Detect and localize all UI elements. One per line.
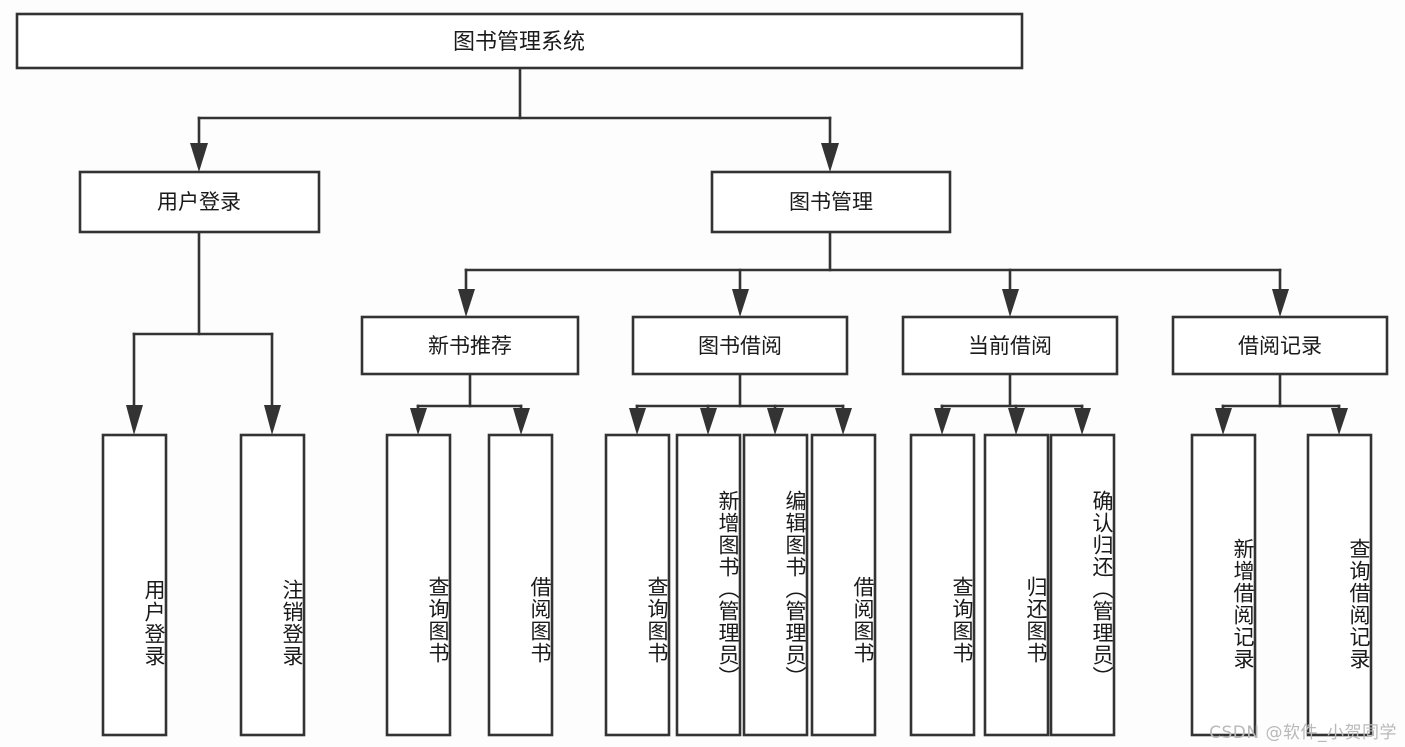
node-root-box[interactable] [15,12,1024,70]
arrow-new-book-recommend [458,289,475,317]
node-new-book-recommend-label: 新书推荐 [428,334,512,358]
node-user-login-label: 用户登录 [157,190,241,214]
node-borrow-record-box[interactable] [1171,315,1389,376]
node-leaf-confirm-return-box[interactable] [1049,433,1116,737]
node-leaf-query-book-1-box[interactable] [385,433,452,737]
arrow-leaf-user-login [126,405,143,435]
arrow-book-manage [821,143,839,172]
node-leaf-user-logout-box[interactable] [239,433,306,737]
arrow-leaf-query-book-3 [934,408,951,435]
node-new-book-recommend-box[interactable] [360,315,580,376]
arrow-book-borrow [732,289,749,317]
node-leaf-query-book-3-box[interactable] [909,433,976,737]
connector-book-manage-to-level3 [458,230,1289,317]
arrow-leaf-user-logout [264,405,281,435]
connector-new-book-recommend-to-leaves [410,372,530,435]
arrow-current-borrow [1002,289,1019,317]
node-new-book-recommend[interactable]: 新书推荐 [360,315,580,376]
node-leaf-query-book-2-box[interactable] [604,433,671,737]
arrow-leaf-add-book [700,408,717,435]
arrow-leaf-query-book-2 [629,408,646,435]
arrow-leaf-borrow-book-1 [513,408,530,435]
connector-root-to-level2 [190,66,839,172]
connector-current-borrow-to-leaves [934,372,1091,435]
node-borrow-record-label: 借阅记录 [1238,334,1322,358]
node-borrow-record[interactable]: 借阅记录 [1171,315,1389,376]
arrow-leaf-query-book-1 [410,408,427,435]
node-current-borrow-label: 当前借阅 [968,334,1052,358]
csdn-watermark: CSDN @软件_小贺同学 [1209,723,1397,743]
arrow-leaf-edit-book [767,408,784,435]
connector-borrow-record-to-leaves [1215,372,1348,435]
node-book-manage[interactable]: 图书管理 [710,170,952,234]
node-book-borrow[interactable]: 图书借阅 [631,315,849,376]
connector-book-borrow-to-leaves [629,372,852,435]
node-book-borrow-box[interactable] [631,315,849,376]
arrow-leaf-query-record [1331,408,1348,435]
node-user-login[interactable]: 用户登录 [78,170,321,234]
node-leaf-borrow-book-1-box[interactable] [487,433,554,737]
arrow-leaf-confirm-return [1074,408,1091,435]
arrow-leaf-borrow-book-2 [835,408,852,435]
node-book-borrow-label: 图书借阅 [698,334,782,358]
connector-user-login-to-leaves [126,230,281,435]
node-leaf-return-book-box[interactable] [983,433,1050,737]
node-current-borrow-box[interactable] [901,315,1119,376]
node-leaf-add-record-box[interactable] [1190,433,1257,737]
arrow-leaf-return-book [1008,408,1025,435]
node-leaf-query-record-box[interactable] [1306,433,1373,737]
node-leaf-edit-book-box[interactable] [742,433,809,737]
node-root-label: 图书管理系统 [453,30,585,55]
node-leaf-user-login-box[interactable] [101,433,168,737]
leaf-boxes [101,433,1373,737]
arrow-leaf-add-record [1215,408,1232,435]
node-root[interactable]: 图书管理系统 [15,12,1024,70]
arrow-user-login [190,143,208,172]
node-leaf-add-book-box[interactable] [675,433,742,737]
arrow-borrow-record [1272,289,1289,317]
node-user-login-box[interactable] [78,170,321,234]
node-leaf-borrow-book-2-box[interactable] [810,433,877,737]
node-book-manage-label: 图书管理 [789,190,873,214]
node-current-borrow[interactable]: 当前借阅 [901,315,1119,376]
node-book-manage-box[interactable] [710,170,952,234]
